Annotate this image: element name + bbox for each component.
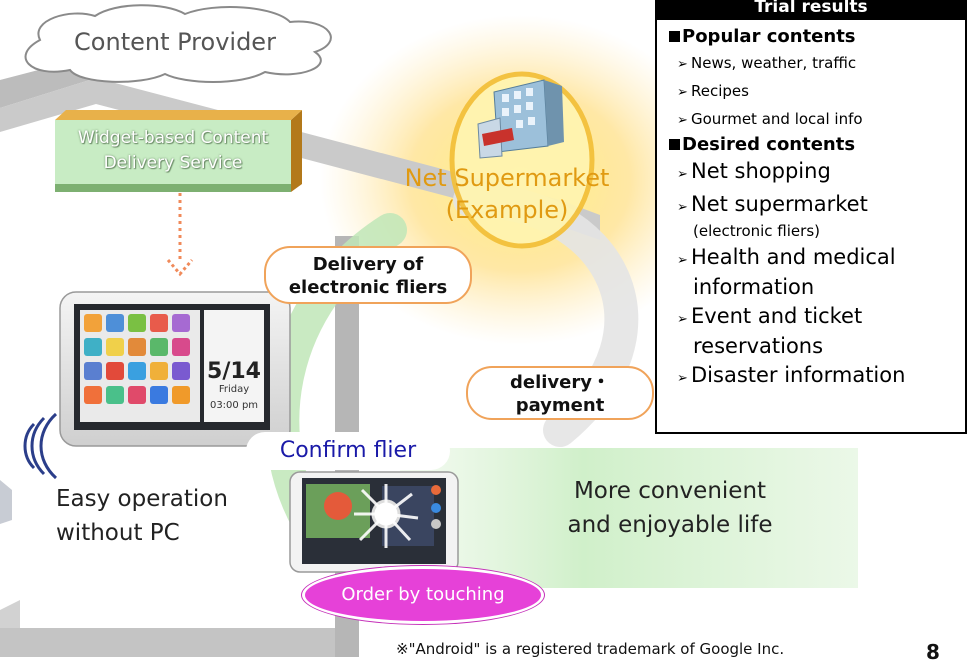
desired-item-cont: reservations [693, 334, 824, 358]
trademark-footnote: ※"Android" is a registered trademark of … [396, 640, 785, 658]
desired-item-sub: (electronic fliers) [693, 222, 820, 240]
delivery-fliers-pill: Delivery of electronic fliers [264, 246, 472, 304]
desired-item: ➢Disaster information [677, 362, 965, 392]
desired-item-cont: information [693, 275, 815, 299]
convenient-line-1: More convenient [573, 478, 767, 504]
green-band [400, 448, 858, 588]
cloud-shape [24, 4, 332, 83]
arrow-bullet-icon: ➢ [677, 167, 688, 182]
payment-pill-line-1: delivery・ [510, 372, 610, 393]
trial-results-panel: Trial results Popular contents ➢News, we… [655, 0, 967, 434]
desired-item-label: Net shopping [691, 159, 831, 183]
page-number: 8 [926, 640, 940, 664]
desired-item: ➢Net supermarket (electronic fliers) [677, 191, 965, 241]
tablet-date: 5/14 [207, 359, 261, 384]
arrow-bullet-icon: ➢ [677, 57, 688, 72]
payment-pill-line-2: payment [515, 395, 605, 416]
supermarket-line-1: Net Supermarket [404, 164, 610, 192]
order-by-touching-badge: Order by touching [302, 566, 544, 624]
service-line-2: Delivery Service [103, 153, 243, 173]
easy-line-1: Easy operation [56, 486, 228, 512]
popular-item: ➢Recipes [677, 81, 965, 103]
delivery-payment-pill: delivery・ payment [466, 366, 654, 420]
easy-line-2: without PC [56, 520, 180, 546]
desired-item-label: Net supermarket [691, 192, 868, 216]
arrow-bullet-icon: ➢ [677, 253, 688, 268]
desired-contents-heading: Desired contents [669, 134, 965, 155]
convenient-life-text: More convenient and enjoyable life [520, 474, 820, 542]
delivery-pill-line-2: electronic fliers [288, 277, 448, 298]
arrow-bullet-icon: ➢ [677, 200, 688, 215]
supermarket-label: Net Supermarket (Example) [372, 162, 642, 226]
popular-item-label: Recipes [691, 82, 749, 100]
tablet-device-main [59, 291, 291, 447]
desired-item-label: Event and ticket [691, 304, 863, 328]
building-icon [477, 79, 564, 159]
popular-item: ➢News, weather, traffic [677, 53, 965, 75]
delivery-pill-line-1: Delivery of [312, 254, 424, 275]
confirm-flier-label: Confirm flier [246, 432, 450, 470]
arrow-bullet-icon: ➢ [677, 113, 688, 128]
arrow-bullet-icon: ➢ [677, 312, 688, 327]
popular-contents-heading: Popular contents [669, 26, 965, 47]
square-bullet-icon [669, 139, 680, 150]
desired-item-label: Health and medical [691, 245, 896, 269]
popular-item-label: Gourmet and local info [691, 110, 863, 128]
arrow-bullet-icon: ➢ [677, 85, 688, 100]
square-bullet-icon [669, 31, 680, 42]
tablet-time: 03:00 pm [209, 400, 259, 411]
desired-item-label: Disaster information [691, 363, 906, 387]
wireless-signal-icon [23, 412, 58, 480]
tablet-day: Friday [218, 384, 250, 395]
convenient-line-2: and enjoyable life [567, 512, 773, 538]
supermarket-line-2: (Example) [445, 196, 569, 224]
content-provider-label: Content Provider [74, 28, 276, 56]
popular-item: ➢Gourmet and local info [677, 109, 965, 131]
popular-contents-title: Popular contents [682, 26, 856, 47]
desired-contents-title: Desired contents [682, 134, 856, 155]
tablet-device-flier [289, 471, 459, 573]
trial-results-title: Trial results [657, 0, 965, 20]
easy-operation-text: Easy operation without PC [56, 482, 228, 550]
popular-item-label: News, weather, traffic [691, 54, 857, 72]
desired-item: ➢Event and ticket reservations [677, 303, 965, 359]
desired-item: ➢Net shopping [677, 158, 965, 188]
service-line-1: Widget-based Content [77, 128, 269, 148]
widget-service-box: Widget-based Content Delivery Service [55, 120, 291, 184]
arrow-bullet-icon: ➢ [677, 371, 688, 386]
desired-item: ➢Health and medical information [677, 244, 965, 300]
